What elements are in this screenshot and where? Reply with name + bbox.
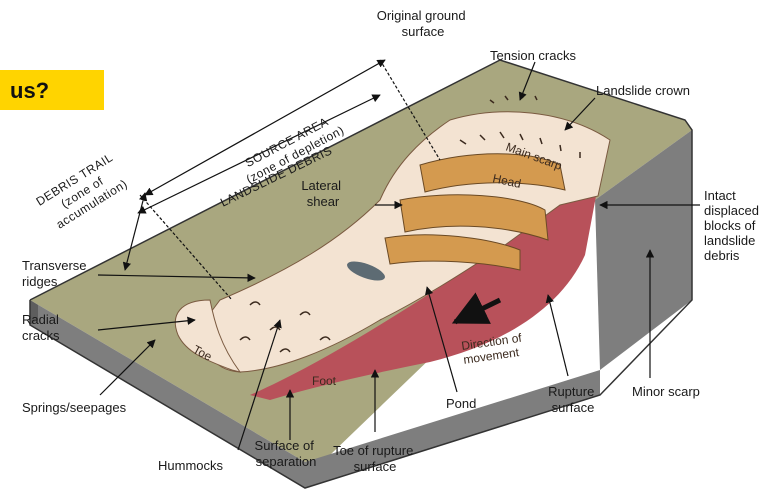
foot-label: Foot (312, 374, 337, 388)
rupture-surface-label: Rupture surface (548, 384, 598, 415)
hummocks-label: Hummocks (158, 458, 224, 473)
original-ground-surface-label: Original ground surface (377, 8, 470, 39)
minor-scarp-label: Minor scarp (632, 384, 700, 399)
landslide-crown-label: Landslide crown (596, 83, 690, 98)
tension-cracks-label: Tension cracks (490, 48, 576, 63)
header-badge-text: us? (10, 78, 49, 103)
lateral-shear-label: Lateral shear (301, 178, 344, 209)
radial-cracks-label: Radial cracks (22, 312, 62, 343)
surface-of-separation-label: Surface of separation (255, 438, 318, 469)
debris-trail-label: DEBRIS TRAIL (zone of accumulation) (33, 149, 134, 235)
intact-blocks-label: Intact displaced blocks of landslide deb… (704, 188, 763, 263)
springs-seepages-label: Springs/seepages (22, 400, 127, 415)
pond-label: Pond (446, 396, 476, 411)
